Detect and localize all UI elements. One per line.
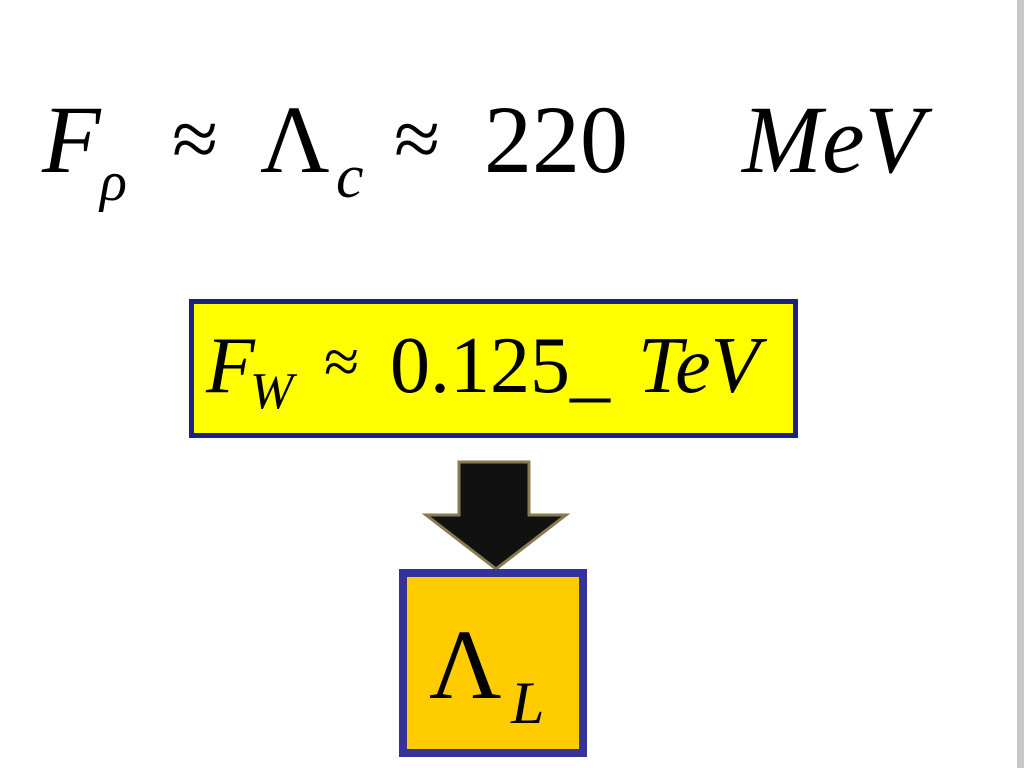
box-lambda-l: Λ L	[399, 569, 587, 757]
subscript-rho: ρ	[100, 151, 127, 213]
symbol-f: F	[42, 86, 101, 193]
subscript-w: W	[250, 363, 294, 420]
approx-sign-1: ≈	[172, 93, 219, 186]
symbol-lambda-big: Λ	[429, 609, 502, 720]
subscript-l: L	[511, 670, 545, 736]
value-0-125: 0.125_	[390, 322, 610, 410]
down-arrow-shape	[422, 460, 570, 571]
approx-sign-2: ≈	[394, 93, 441, 186]
approx-sign-3: ≈	[324, 326, 360, 397]
right-edge-bar	[1017, 0, 1024, 768]
symbol-f-w: F	[206, 322, 255, 410]
unit-tev: TeV	[638, 322, 760, 410]
value-220: 220	[484, 86, 628, 193]
down-arrow-icon	[422, 460, 570, 571]
symbol-lambda-c: Λ	[260, 86, 330, 193]
box-fw: F W ≈ 0.125_ TeV	[189, 299, 798, 438]
unit-mev: MeV	[742, 86, 924, 193]
symbol-lambda-l: Λ L	[407, 577, 579, 749]
equation-fw: F W ≈ 0.125_ TeV	[194, 304, 793, 433]
subscript-c: c	[336, 143, 364, 211]
